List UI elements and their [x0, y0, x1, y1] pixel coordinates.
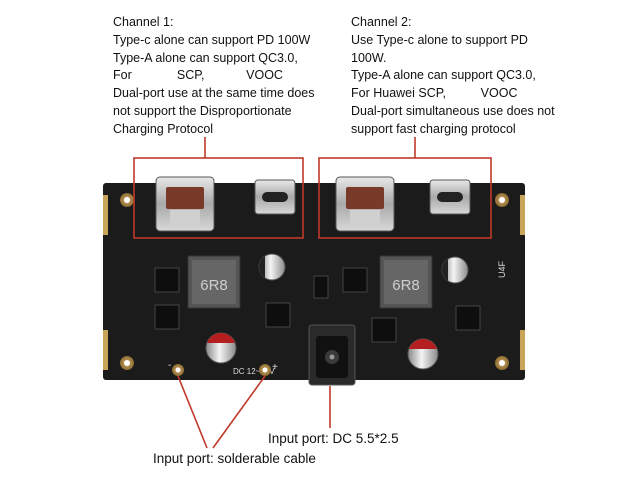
channel1-highlight-box	[133, 157, 304, 239]
ic-chip	[371, 317, 397, 343]
channel2-usb-c-port	[429, 179, 471, 215]
channel2-highlight-box	[318, 157, 492, 239]
channel2-line: support fast charging protocol	[351, 121, 516, 136]
dc-voltage-marking: DC 12~30V	[233, 367, 275, 376]
ic-chip	[265, 302, 291, 328]
channel1-usb-a-port	[155, 176, 215, 232]
channel1-description: Channel 1: Type-c alone can support PD 1…	[113, 14, 315, 139]
channel1-line: Type-A alone can support QC3.0,	[113, 50, 298, 65]
minus-marking: -	[168, 360, 171, 371]
capacitor-top-right	[441, 256, 469, 284]
channel2-description: Channel 2: Use Type-c alone to support P…	[351, 14, 555, 139]
solder-pad-positive	[259, 364, 271, 376]
cable-pointer-positive	[212, 375, 266, 449]
ic-chip	[342, 267, 368, 293]
input-cable-label: Input port: solderable cable	[153, 451, 316, 466]
channel1-usb-c-port	[254, 179, 296, 215]
solder-pad-negative	[172, 364, 184, 376]
inductor-right: 6R8	[379, 255, 433, 309]
ic-chip	[455, 305, 481, 331]
capacitor-bottom-left	[205, 332, 237, 364]
inductor-left-marking: 6R8	[200, 277, 228, 294]
capacitor-top-left	[258, 253, 286, 281]
ic-chip	[154, 267, 180, 293]
channel1-line: Channel 1:	[113, 15, 174, 29]
silkscreen-label: U4F	[497, 260, 507, 278]
edge-pad	[103, 330, 108, 370]
inductor-right-marking: 6R8	[392, 277, 420, 294]
channel2-line: Dual-port simultaneous use does not	[351, 103, 555, 118]
channel1-line: For SCP, VOOC	[113, 68, 283, 83]
channel2-usb-a-port	[335, 176, 395, 232]
channel1-line: Type-c alone can support PD 100W	[113, 32, 311, 47]
channel1-line: not support the Disproportionate	[113, 103, 292, 118]
channel2-line: Type-A alone can support QC3.0,	[351, 68, 536, 83]
channel1-line: Dual-port use at the same time does	[113, 86, 315, 101]
input-dc-label: Input port: DC 5.5*2.5	[268, 431, 399, 446]
channel2-line: For Huawei SCP, VOOC	[351, 86, 518, 101]
channel2-line: Channel 2:	[351, 15, 412, 29]
edge-pad	[520, 330, 525, 370]
edge-pad	[520, 195, 525, 235]
ic-chip	[154, 304, 180, 330]
ic-chip	[313, 275, 329, 299]
plus-marking: +	[272, 362, 278, 373]
inductor-left: 6R8	[187, 255, 241, 309]
channel2-line: 100W.	[351, 50, 387, 65]
dc-barrel-jack	[308, 324, 356, 386]
channel1-line: Charging Protocol	[113, 121, 214, 136]
cable-pointer-negative	[177, 375, 208, 449]
channel2-line: Use Type-c alone to support PD	[351, 32, 528, 47]
capacitor-bottom-right	[407, 338, 439, 370]
edge-pad	[103, 195, 108, 235]
